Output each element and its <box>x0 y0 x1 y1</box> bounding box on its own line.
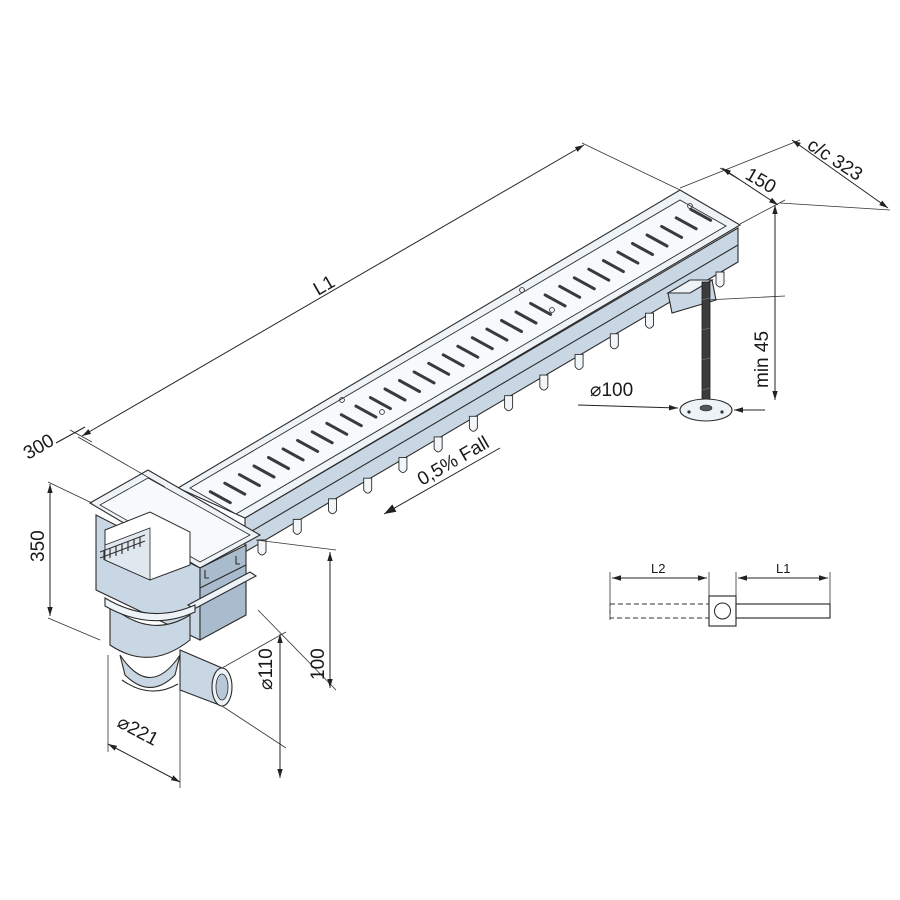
grating-slot <box>267 456 290 470</box>
sump-filter-comb <box>99 534 146 560</box>
grating-slot <box>296 438 320 453</box>
channel-tab <box>574 354 584 370</box>
dim-150-line <box>721 167 779 206</box>
grating-slot <box>660 224 684 239</box>
dim-100-label: 100 <box>308 648 329 680</box>
grating-slot <box>601 259 625 274</box>
channel-tab <box>609 333 619 350</box>
fall-arrow <box>383 447 501 515</box>
grating-slot <box>281 447 305 462</box>
channel-tab <box>363 477 373 494</box>
grating-slot <box>208 490 232 505</box>
channel-tab <box>328 498 337 515</box>
plan-view: L2 L1 <box>609 561 831 627</box>
channel-tab <box>715 271 725 288</box>
dim-dia221-line <box>107 743 181 783</box>
channel-tab <box>398 457 408 473</box>
channel-tab <box>539 374 549 391</box>
plan-l1-label: L1 <box>776 561 790 576</box>
grating-screw <box>687 203 693 209</box>
dim-150-label: 150 <box>742 164 780 198</box>
grating-slot <box>587 267 611 282</box>
grating-slot <box>689 207 713 222</box>
sump-box <box>88 469 262 707</box>
sump-bowl <box>109 603 191 658</box>
grating-slot <box>252 464 276 479</box>
grating-slot <box>223 481 247 496</box>
dim-300-line <box>55 426 86 444</box>
dim-dia100-label: ⌀100 <box>590 380 633 401</box>
dim-l1-line <box>81 144 585 437</box>
dim-cc323-line <box>791 139 889 209</box>
grating-slot <box>645 233 669 248</box>
dim-dia221-label: ⌀221 <box>114 712 162 751</box>
dim-dia110-label: ⌀110 <box>256 648 277 690</box>
channel-tab <box>468 415 478 432</box>
channel-tab <box>433 436 443 453</box>
dim-300-label: 300 <box>20 430 58 464</box>
plan-channel-l1 <box>735 603 831 619</box>
dim-min45-label: min 45 <box>752 331 773 388</box>
threaded-rod <box>701 281 711 411</box>
dim-cc323-label: c/c 323 <box>803 135 866 186</box>
outlet-pipe <box>179 649 233 707</box>
dim-350-label: 350 <box>28 530 49 562</box>
grating-slot <box>631 242 654 256</box>
grating-slot <box>237 473 261 488</box>
plan-sump <box>708 595 737 627</box>
leg-bracket-top <box>665 279 715 294</box>
channel-tab <box>257 539 267 556</box>
plan-channel-l2 <box>609 603 710 619</box>
channel-tab <box>504 395 514 412</box>
dim-l1-label: L1 <box>310 272 339 301</box>
grating-slot <box>674 216 698 231</box>
channel-tab <box>645 312 654 329</box>
dimension-lines: L1 300 150 c/c 323 min 45 ⌀100 0,5% Fall… <box>20 135 891 788</box>
support-leg <box>665 279 733 422</box>
grating-slot <box>616 250 640 265</box>
channel-tab <box>292 518 302 535</box>
sump-bottom-cup <box>119 654 181 689</box>
plan-outlet <box>714 602 731 620</box>
channel-body <box>176 189 742 556</box>
plan-l2-label: L2 <box>651 561 665 576</box>
dim-dia100-line <box>577 404 679 411</box>
